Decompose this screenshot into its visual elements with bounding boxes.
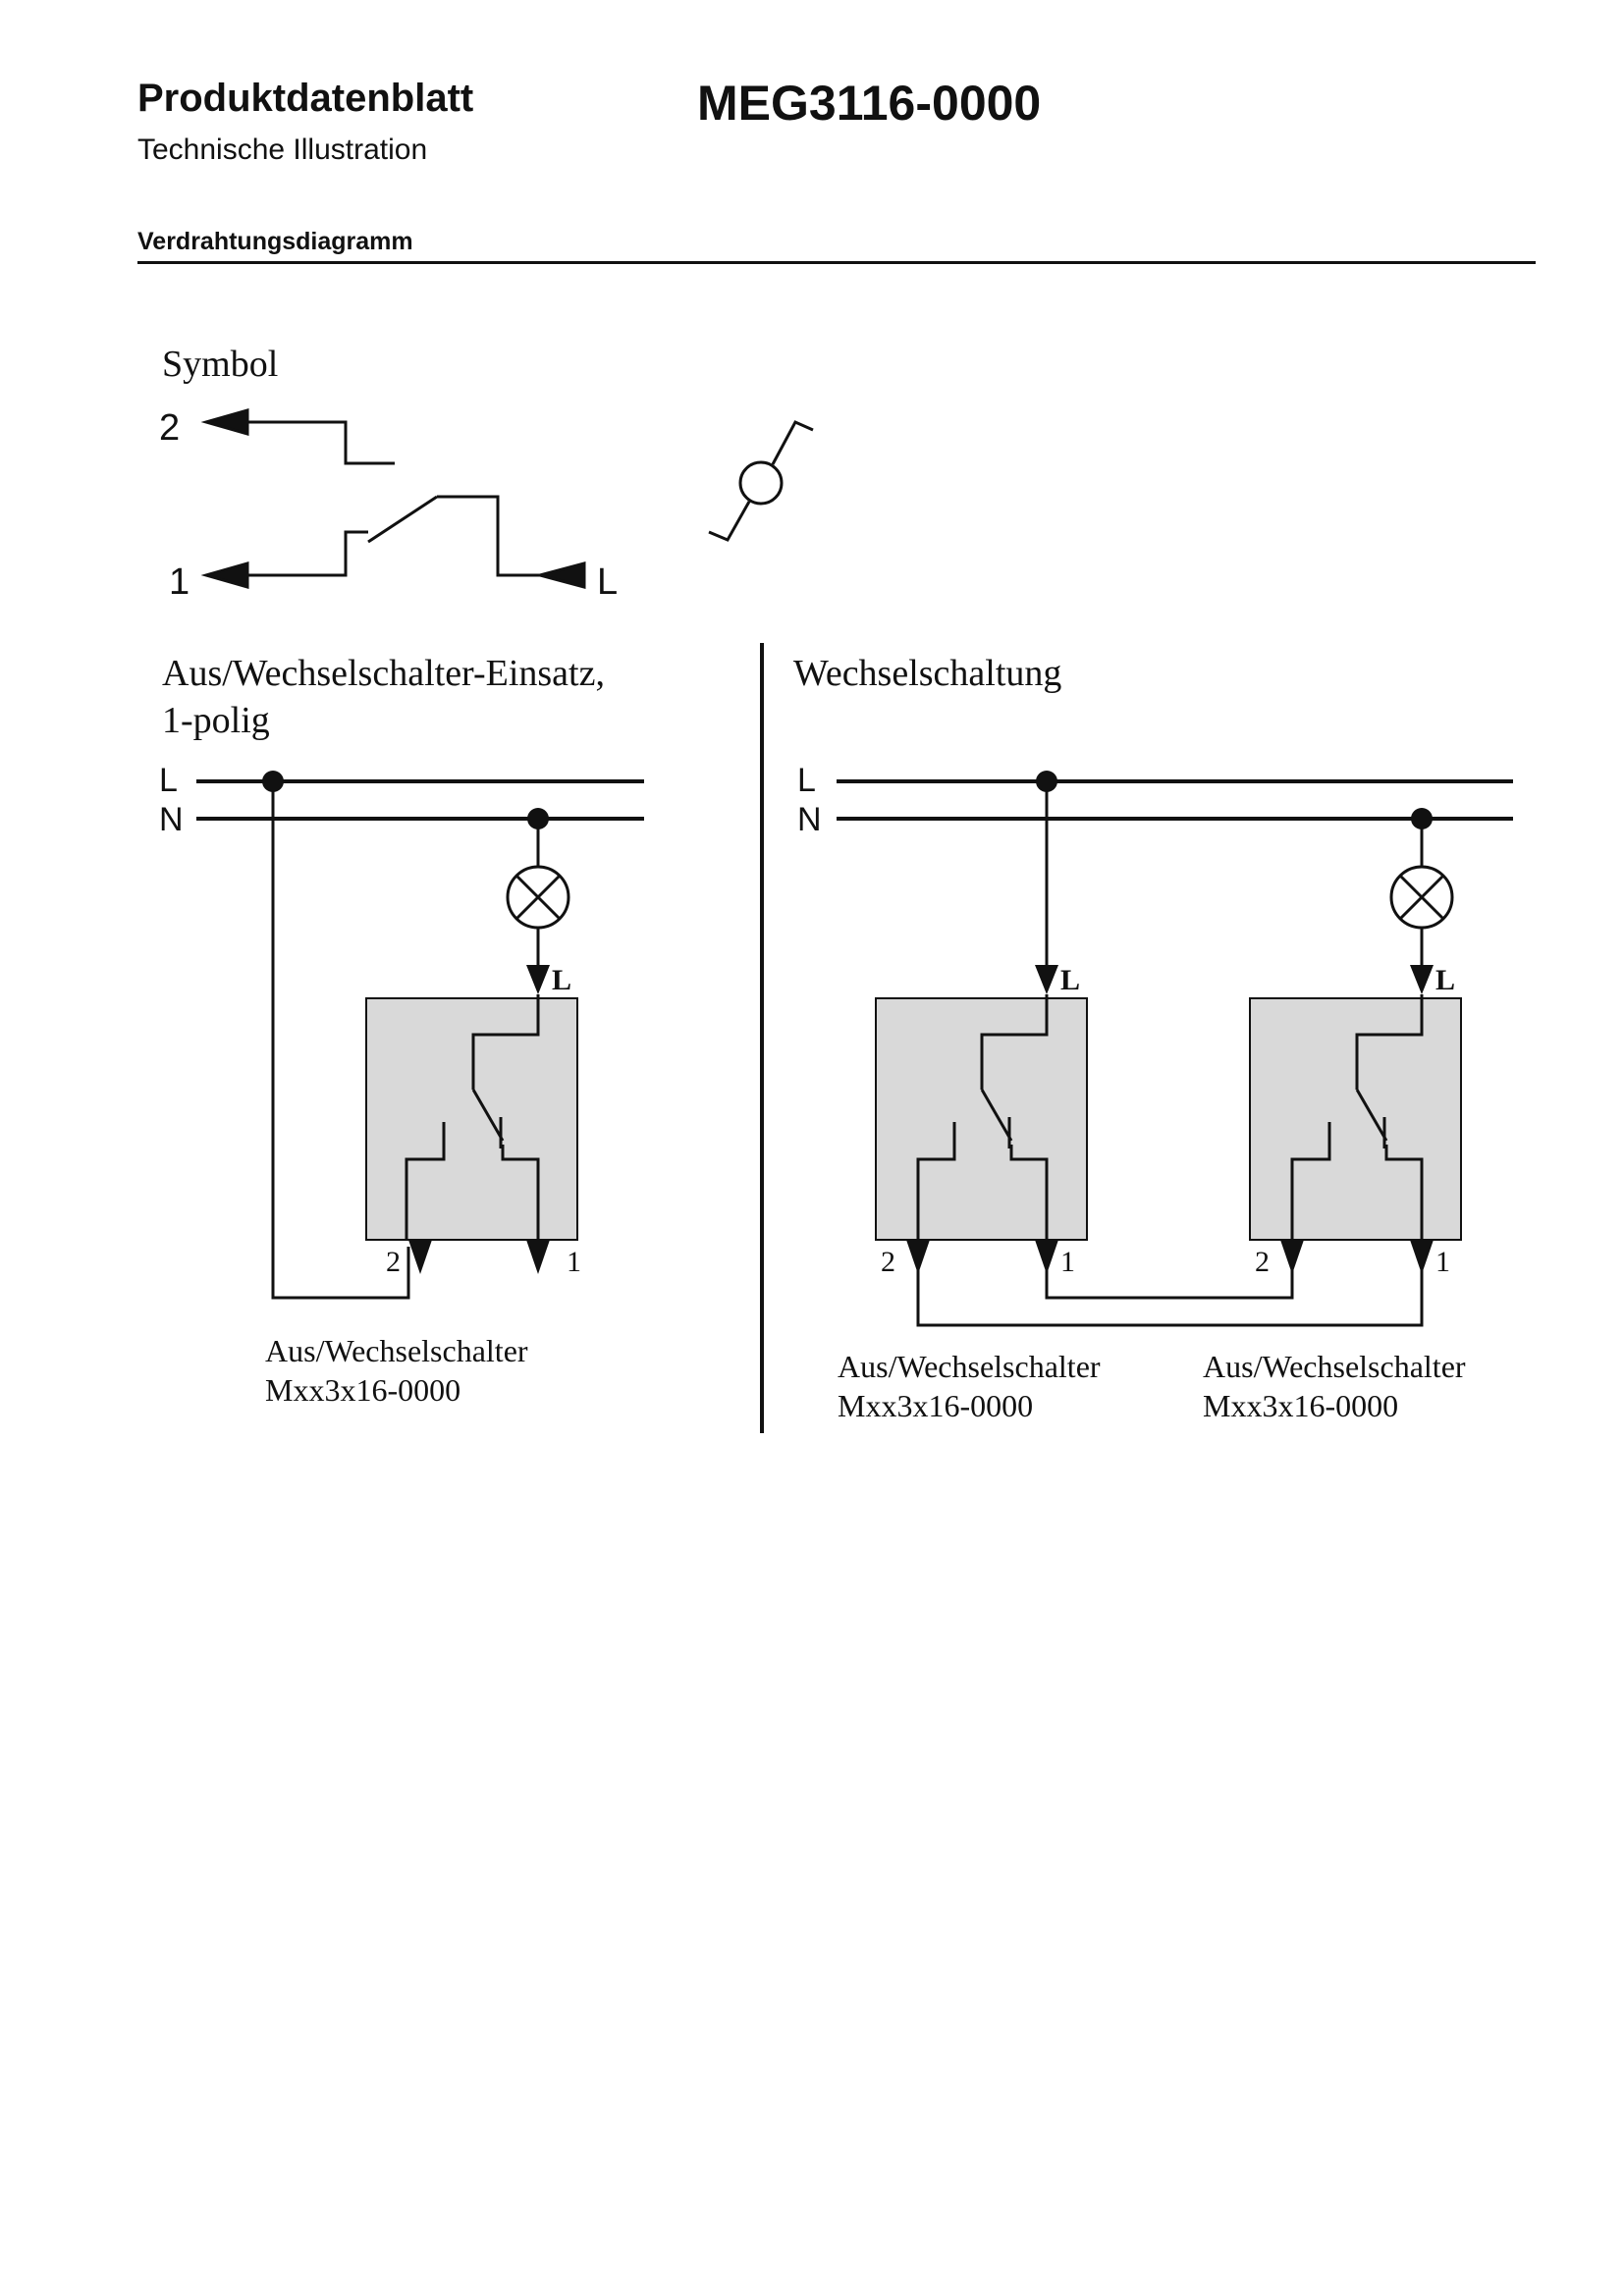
left-bus-l-label: L	[159, 762, 178, 799]
left-lamp-icon	[506, 819, 570, 967]
right-switch-b-terminal-2: 2	[1255, 1246, 1270, 1278]
symbol-terminal-1: 1	[169, 561, 189, 603]
symbol-terminal-l: L	[597, 561, 618, 603]
symbol-terminal-2: 2	[159, 407, 180, 449]
symbol-heading: Symbol	[162, 344, 278, 385]
left-feed-wire	[271, 781, 410, 1300]
right-traveler-wire-inner	[1045, 1247, 1294, 1300]
symbol-arrow-1	[200, 530, 368, 589]
switch-symbol: Symbol 2 1 L	[159, 344, 814, 603]
symbol-arrow-l	[534, 561, 586, 589]
left-caption-line1: Aus/Wechselschalter	[265, 1333, 528, 1368]
right-switch-a-caption-line2: Mxx3x16-0000	[838, 1388, 1033, 1423]
symbol-arrow-2	[200, 408, 395, 465]
right-switch-b-caption-line1: Aus/Wechselschalter	[1203, 1349, 1466, 1384]
symbol-switch-blade	[367, 495, 550, 577]
section-rule	[137, 261, 1536, 264]
left-terminal-1: 1	[567, 1246, 581, 1278]
page-title: Produktdatenblatt	[137, 77, 474, 120]
page-subtitle: Technische Illustration	[137, 133, 428, 166]
left-terminal-2: 2	[386, 1246, 401, 1278]
left-wiring-diagram: Aus/Wechselschalter-Einsatz, 1-polig L N…	[159, 653, 644, 1408]
section-title: Verdrahtungsdiagramm	[137, 228, 413, 255]
right-heading: Wechselschaltung	[793, 653, 1061, 694]
left-arrow-l	[526, 965, 550, 994]
product-code: MEG3116-0000	[697, 76, 1042, 131]
right-switch-b-arrow-l	[1410, 965, 1434, 994]
right-switch-b-caption-line2: Mxx3x16-0000	[1203, 1388, 1398, 1423]
left-caption-line2: Mxx3x16-0000	[265, 1372, 460, 1408]
right-switch-b-terminal-1: 1	[1435, 1246, 1450, 1278]
right-bus-l-label: L	[797, 762, 816, 799]
right-switch-a-terminal-2: 2	[881, 1246, 895, 1278]
left-heading-line1: Aus/Wechselschalter-Einsatz,	[162, 653, 605, 694]
right-switch-b-internals	[1290, 994, 1424, 1239]
right-switch-a-arrow-l	[1035, 965, 1058, 994]
right-switch-a-terminal-1: 1	[1060, 1246, 1075, 1278]
symbol-switch-circle	[708, 420, 814, 542]
left-terminal-l: L	[552, 964, 571, 996]
right-traveler-wire-outer	[916, 1247, 1424, 1327]
left-switch-internals	[405, 994, 540, 1239]
right-switch-a-terminal-l: L	[1060, 964, 1080, 996]
left-bus-n-label: N	[159, 801, 184, 838]
right-wiring-diagram: Wechselschaltung L N L 2 1	[793, 653, 1513, 1423]
left-arrow-1	[526, 1240, 550, 1274]
right-bus-n-label: N	[797, 801, 822, 838]
right-switch-a-caption-line1: Aus/Wechselschalter	[838, 1349, 1101, 1384]
right-switch-b-terminal-l: L	[1435, 964, 1455, 996]
right-lamp-icon	[1389, 819, 1454, 967]
left-arrow-2	[408, 1240, 432, 1274]
left-heading-line2: 1-polig	[162, 700, 270, 741]
right-switch-a-internals	[916, 994, 1049, 1239]
